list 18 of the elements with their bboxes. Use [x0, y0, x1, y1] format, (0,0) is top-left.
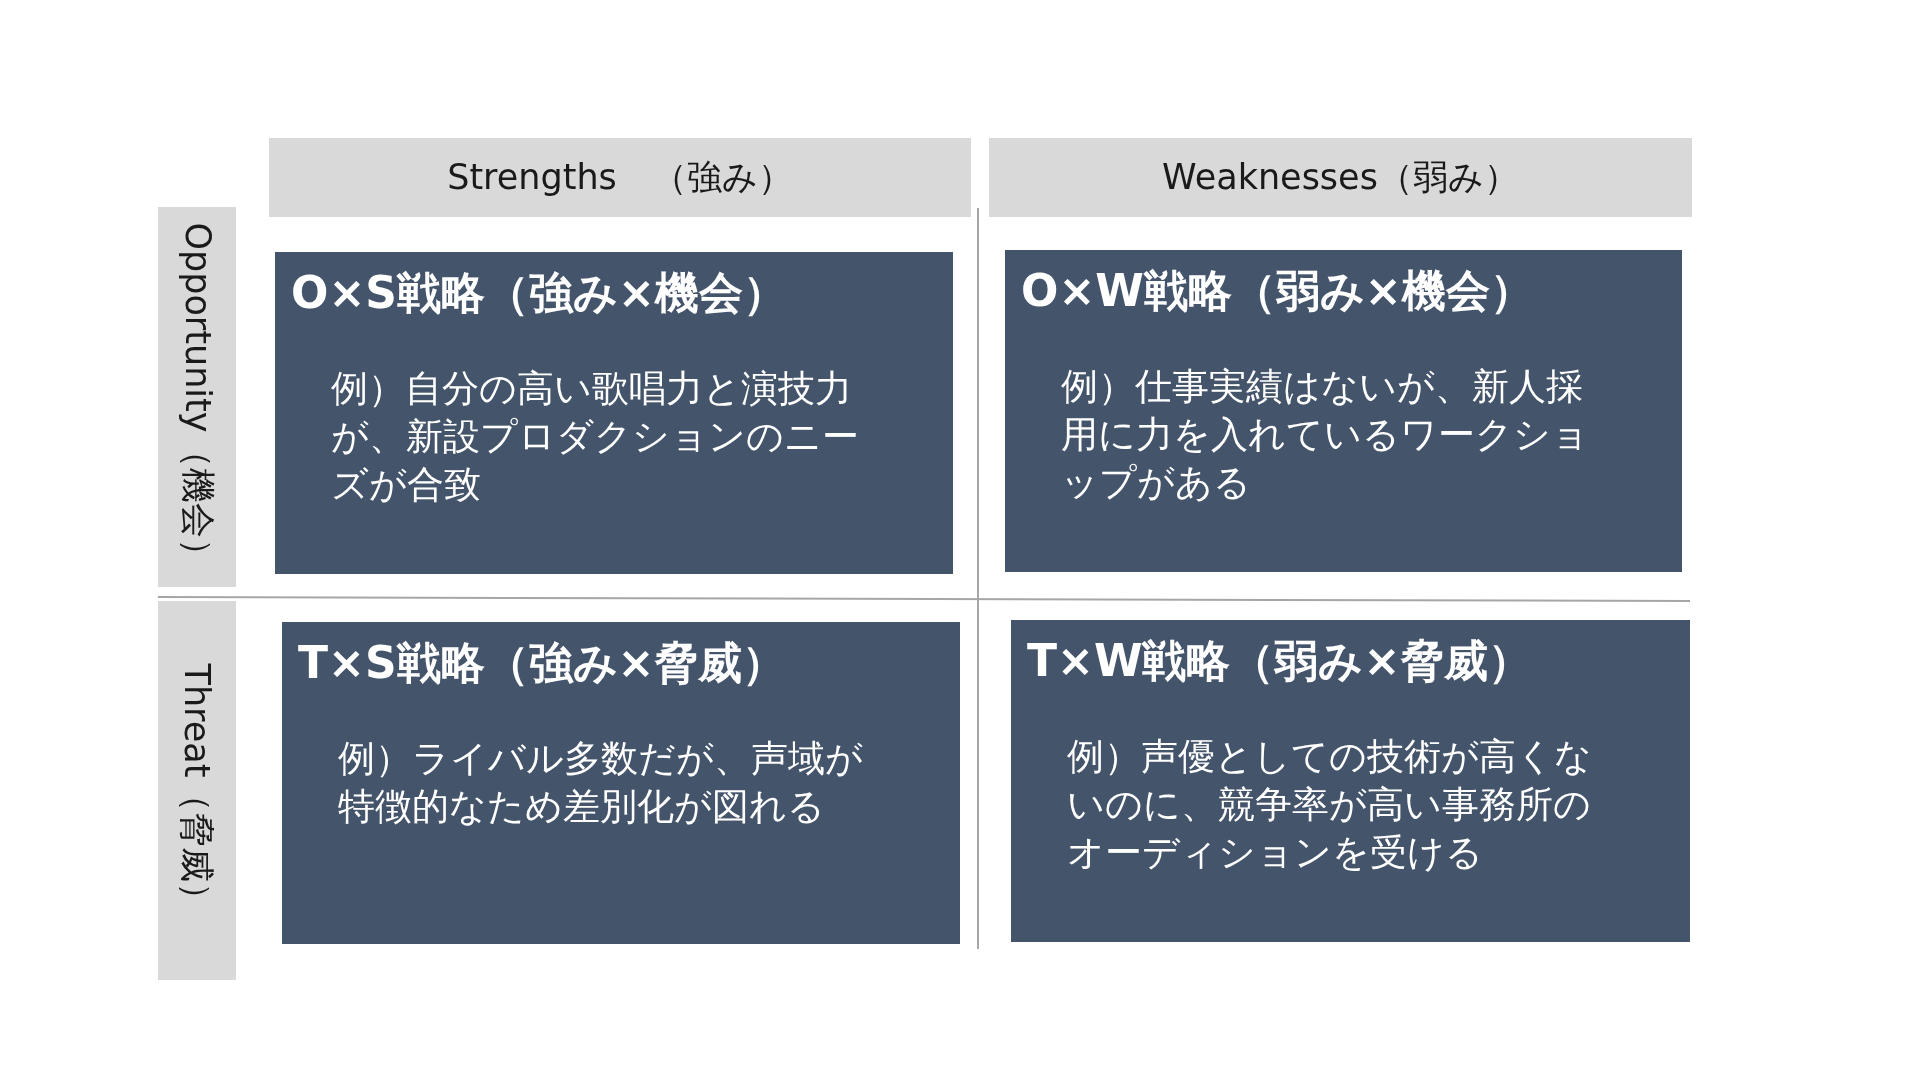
row-header-band — [158, 207, 236, 587]
box-heading: T×W戦略（弱み×脅威） — [1027, 634, 1534, 688]
box-body: 例）声優としての技術が高くないのに、競争率が高い事務所のオーディションを受ける — [1067, 734, 1593, 877]
box-heading: O×S戦略（強み×機会） — [291, 266, 788, 320]
row-label: Opportunity（機会） — [176, 222, 219, 572]
column-header: Strengths （強み） — [269, 138, 971, 217]
strategy-box — [275, 252, 953, 574]
box-body: 例）仕事実績はないが、新人採用に力を入れているワークショップがある — [1061, 364, 1590, 507]
strategy-box — [1005, 250, 1682, 572]
box-body: 例）ライバル多数だが、声域が特徴的なため差別化が図れる — [338, 736, 864, 831]
box-heading: T×S戦略（強み×脅威） — [298, 636, 788, 690]
box-body: 例）自分の高い歌唱力と演技力が、新設プロダクションのニーズが合致 — [331, 366, 860, 509]
row-label: Threat（脅威） — [176, 663, 219, 918]
strategy-box — [1011, 620, 1690, 942]
row-header-band — [158, 601, 236, 980]
strategy-box — [282, 622, 960, 944]
column-header: Weaknesses（弱み） — [989, 138, 1692, 217]
box-heading: O×W戦略（弱み×機会） — [1021, 264, 1535, 318]
